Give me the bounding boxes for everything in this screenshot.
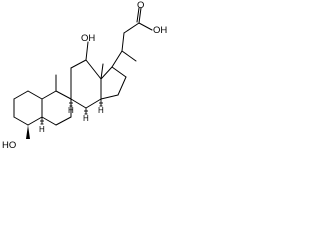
stereo-hash-bonds xyxy=(40,99,103,125)
ring-b xyxy=(41,74,72,126)
bile-acid-side-chain xyxy=(111,7,153,68)
ring-d xyxy=(100,63,127,100)
h-label-c9: H xyxy=(83,114,89,123)
h-label-c14: H xyxy=(98,106,104,115)
carboxyl-oh-label: OH xyxy=(153,25,167,36)
c3-hydroxyl-label: HO xyxy=(2,140,16,151)
h-label-c8: H xyxy=(68,106,74,115)
h-label-c5: H xyxy=(39,125,45,134)
carbonyl-oxygen-label: O xyxy=(137,0,144,11)
steroid-structure-diagram: O OH OH HO H H H H xyxy=(2,0,167,151)
ring-c xyxy=(70,41,102,109)
c3-hydroxyl-wedge xyxy=(26,125,30,139)
ring-a xyxy=(13,90,43,126)
c12-hydroxyl-label: OH xyxy=(81,33,95,44)
